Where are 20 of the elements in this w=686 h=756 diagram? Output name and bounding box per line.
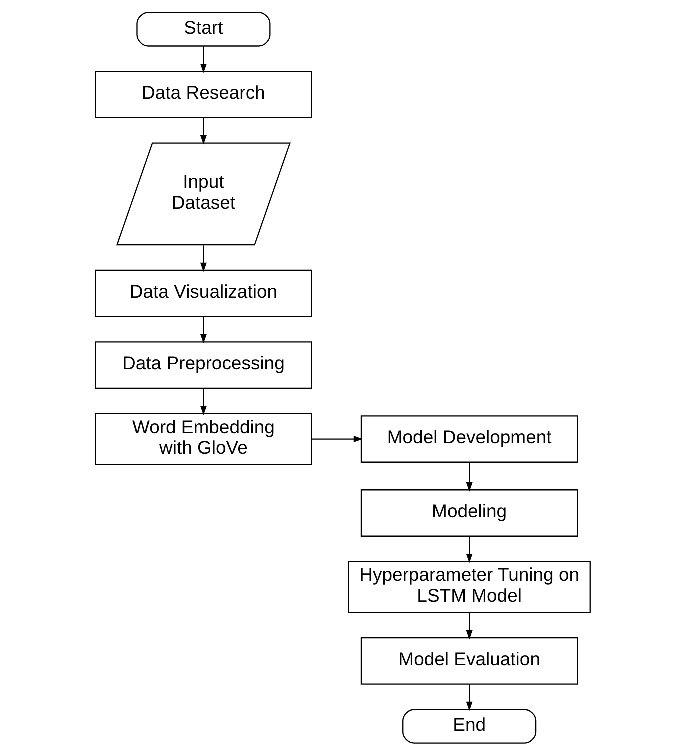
node-box: Modeling [360, 490, 578, 537]
arrow [466, 462, 473, 492]
arrow [200, 118, 207, 145]
node-box: Data Visualization [95, 270, 312, 318]
arrow [200, 388, 207, 416]
arrow [466, 536, 473, 564]
arrow [200, 317, 207, 344]
node-box: Model Development [360, 416, 578, 463]
node-box: Model Evaluation [360, 638, 578, 685]
arrow [200, 246, 207, 272]
node-box: Word Embedding with GloVe [95, 413, 312, 466]
arrow [200, 46, 207, 74]
arrow [466, 613, 473, 640]
node-box: Start [136, 12, 271, 47]
arrow [466, 684, 473, 712]
node-box: Data Research [95, 71, 312, 118]
node-box: Data Preprocessing [95, 342, 312, 389]
arrow [312, 436, 364, 442]
node-box: Hyperparameter Tuning on LSTM Model [348, 561, 591, 614]
node-box: End [402, 709, 537, 744]
